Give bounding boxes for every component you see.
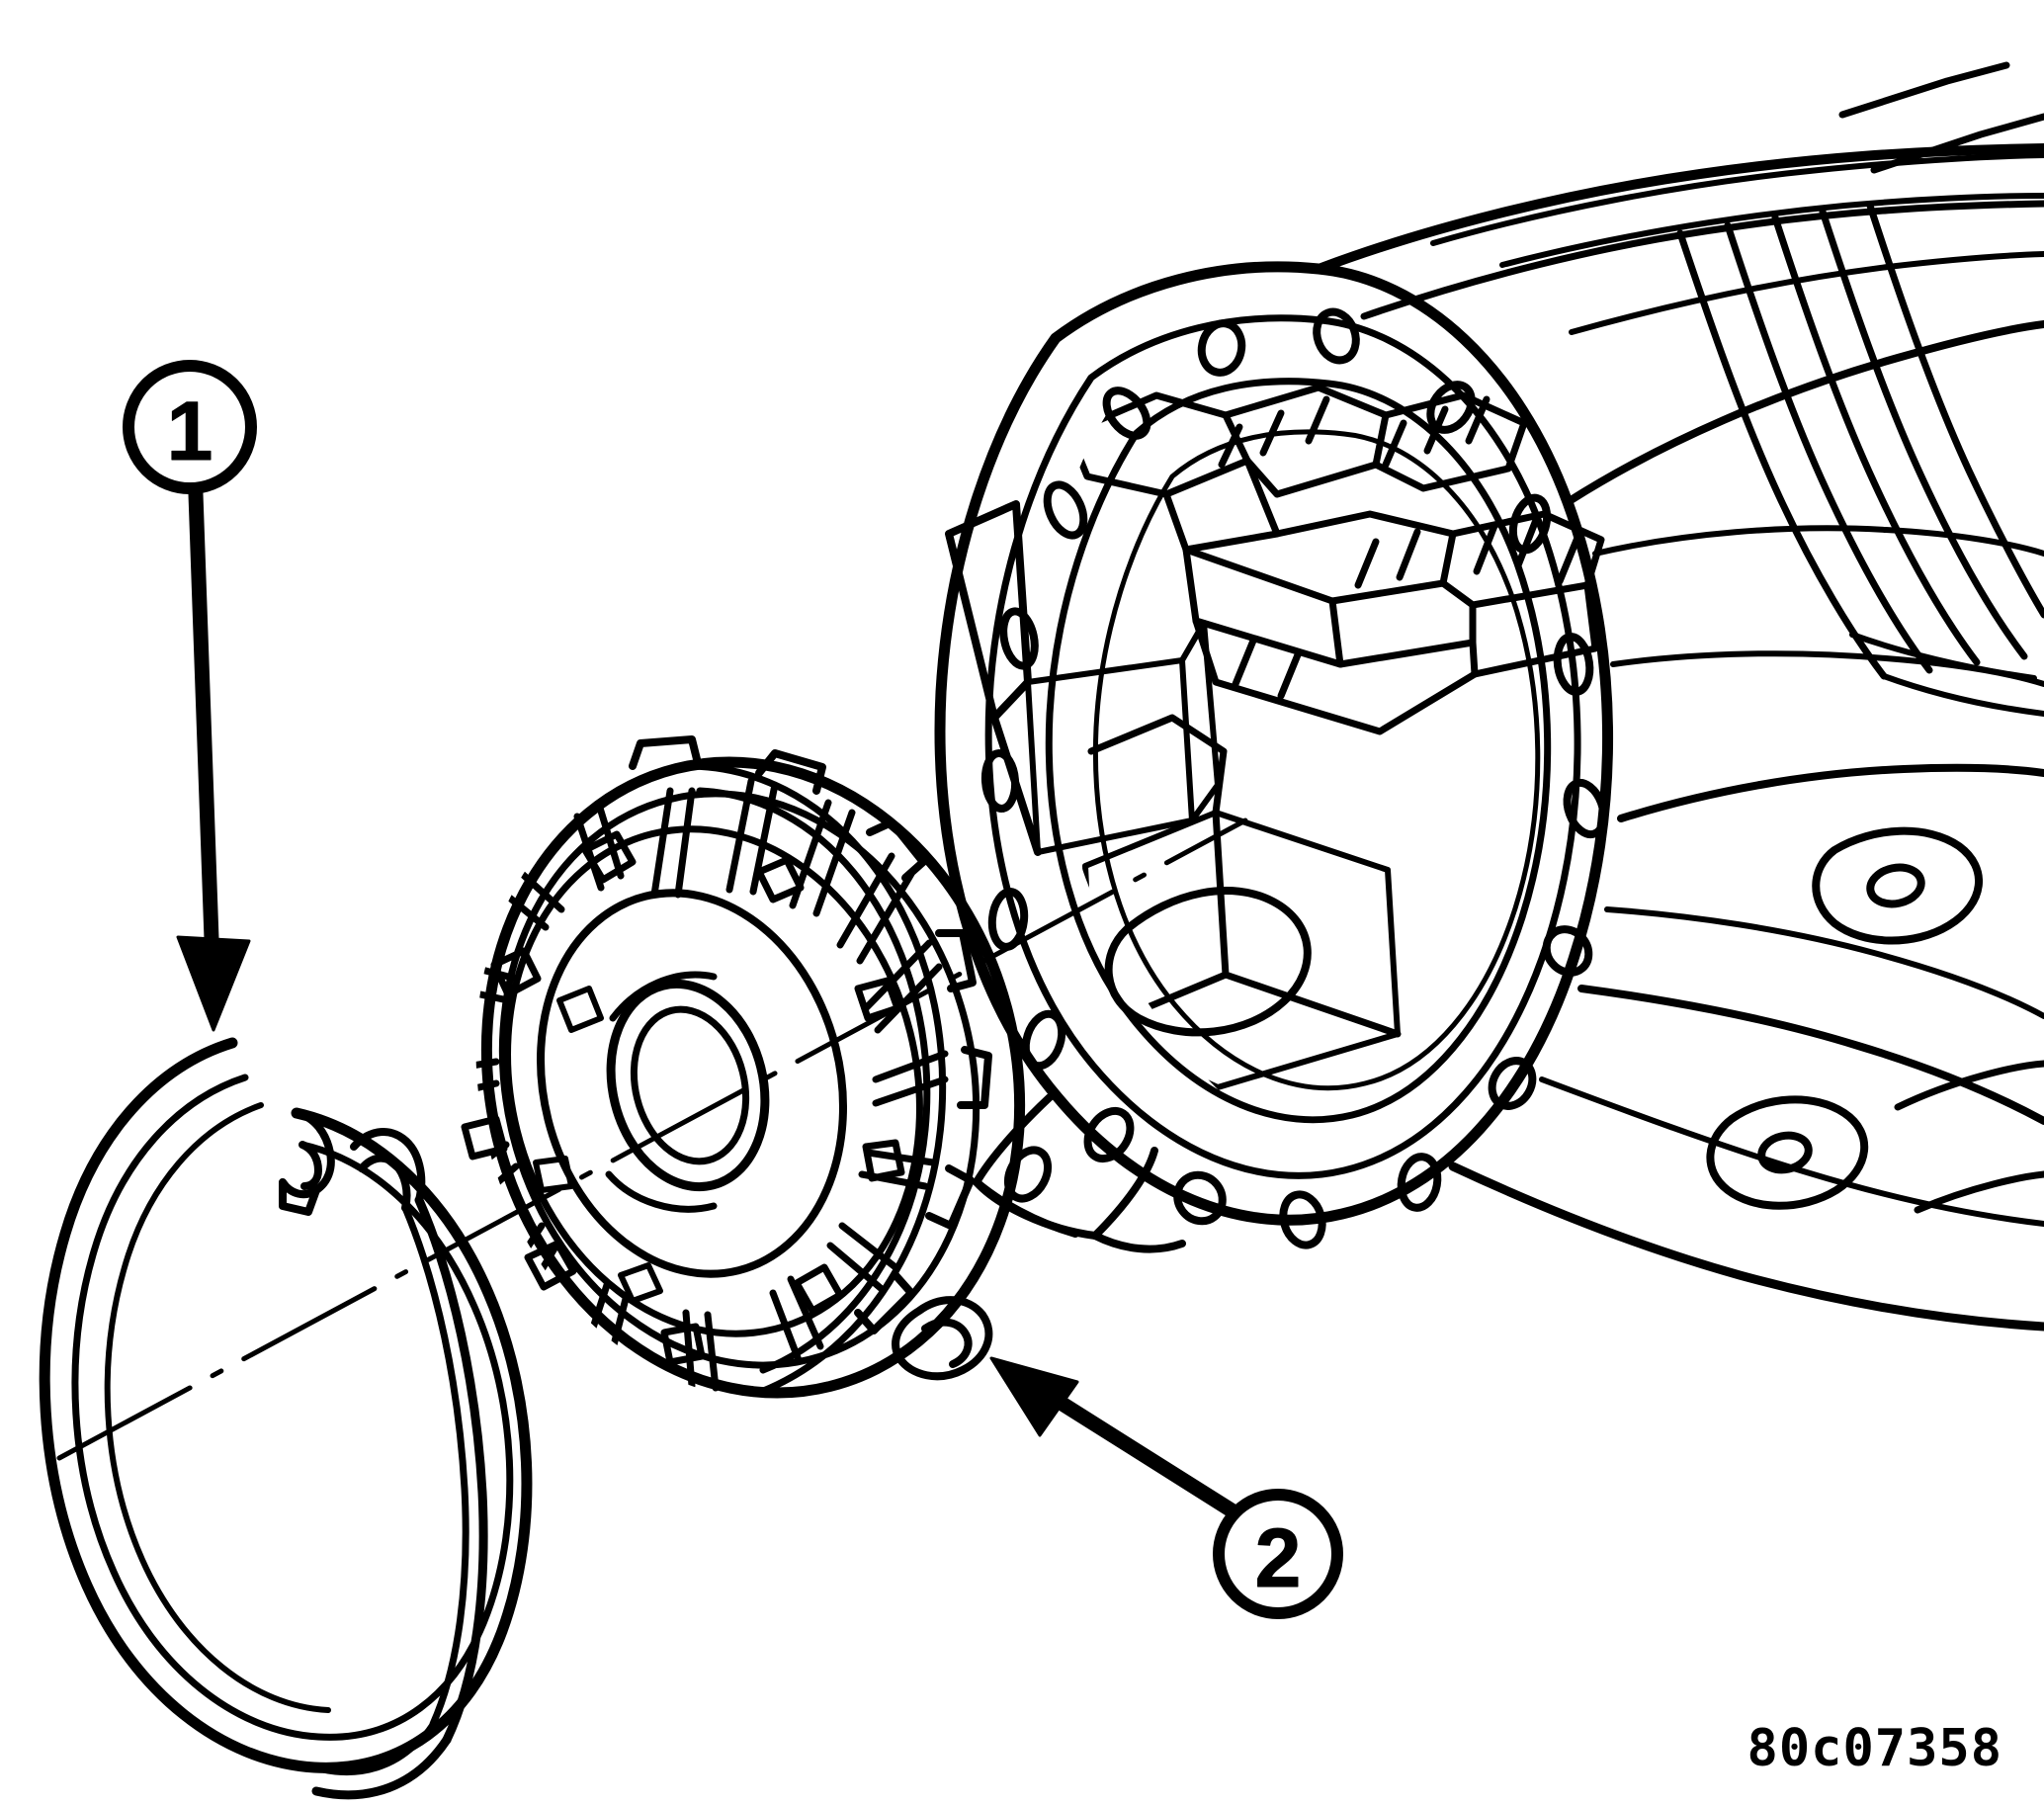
- case-inner-web: [1082, 714, 1402, 1090]
- callout-2-label: 2: [1255, 1511, 1302, 1604]
- callout-1-arrowhead: [176, 935, 251, 1032]
- snap-ring-end-upper: [279, 1109, 335, 1216]
- callout-1: 1: [123, 360, 257, 1032]
- callout-2: 2: [989, 1356, 1343, 1619]
- assembly-centerline: [56, 817, 1248, 1461]
- callout-1-circle: [123, 360, 257, 494]
- case-internal-ribs: [1065, 384, 1605, 735]
- oil-pump: [433, 735, 1026, 1399]
- case-left-lobe: [1104, 887, 1312, 1037]
- callout-2-circle: [1213, 1489, 1343, 1619]
- callout-1-label: 1: [167, 385, 213, 477]
- callout-2-arrow-shaft: [1042, 1388, 1239, 1518]
- pump-vanes: [433, 777, 949, 1392]
- oil-pump-snap-ring: [39, 1037, 533, 1800]
- case-ribs: [1676, 202, 2044, 680]
- figure-id-label: 80c07358: [1746, 1719, 2002, 1778]
- pump-bolt-bosses: [461, 830, 905, 1366]
- pump-bolt-ear: [892, 1296, 993, 1381]
- pump-crown-lugs: [629, 735, 992, 1334]
- callout-2-arrowhead: [989, 1356, 1079, 1437]
- callout-1-arrow-shaft: [188, 486, 219, 947]
- transmission-case: [934, 61, 2044, 1332]
- snap-ring-end-lower: [350, 1128, 488, 1745]
